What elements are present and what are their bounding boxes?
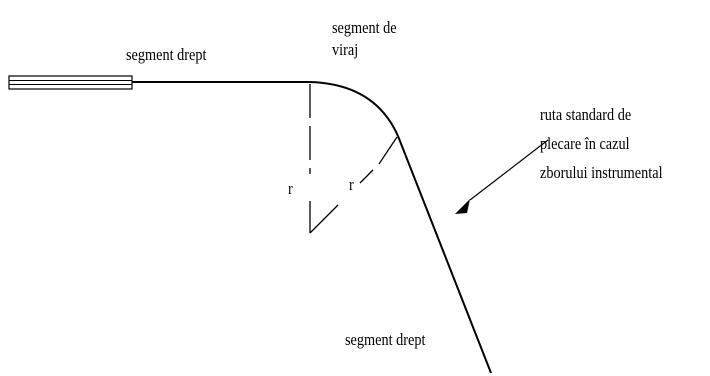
arrow-icon xyxy=(455,139,549,214)
label-turn-segment: segment de viraj xyxy=(332,18,397,59)
label-standard-departure-route: ruta standard de plecare în cazul zborul… xyxy=(540,105,663,182)
label-straight-segment-bottom: segment drept xyxy=(345,330,426,349)
label-radius-diagonal: r xyxy=(349,175,354,194)
straight-segment-final xyxy=(397,135,492,374)
radius-line-diagonal xyxy=(309,136,398,234)
runway-rectangle-icon xyxy=(8,75,133,90)
turn-segment-curve xyxy=(309,81,399,137)
label-straight-segment-top: segment drept xyxy=(126,45,207,64)
label-radius-vertical: r xyxy=(288,179,293,198)
